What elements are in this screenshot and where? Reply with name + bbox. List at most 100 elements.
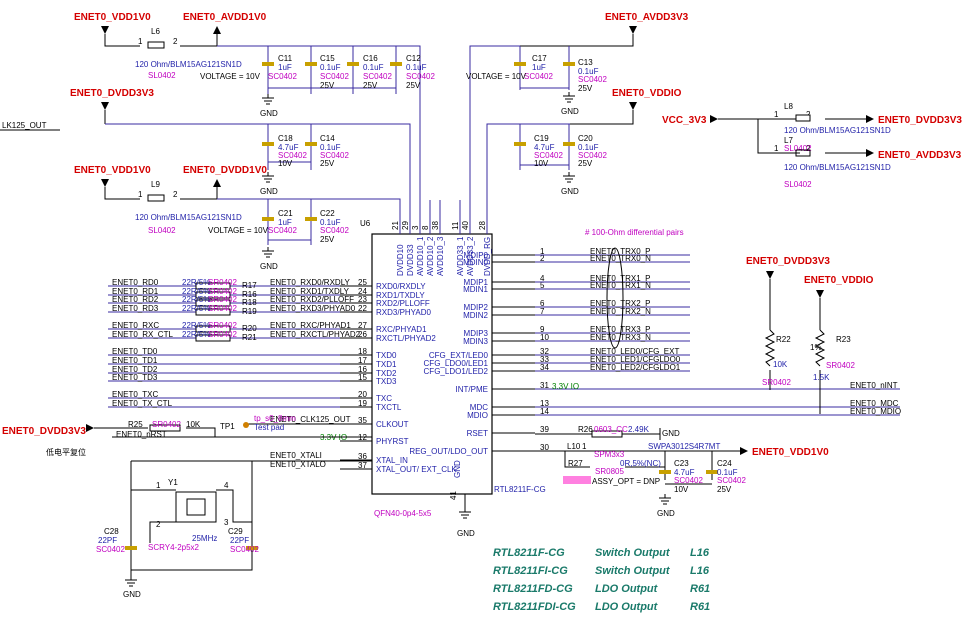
svg-text:GND: GND xyxy=(561,187,579,196)
svg-text:VCC_3V3: VCC_3V3 xyxy=(662,115,707,126)
net-label: ENET0_TRX0_N xyxy=(590,254,651,263)
chip-left-pin-number: 27 xyxy=(358,321,367,330)
cap-bank-avdd1v0: C11 1uF SC0402 VOLTAGE = 10V C15 0.1uF S… xyxy=(200,46,435,118)
svg-text:1: 1 xyxy=(774,144,779,153)
chip-right-pin-name: MDIP2 xyxy=(464,303,489,312)
svg-text:SL0402: SL0402 xyxy=(148,226,176,235)
svg-text:2: 2 xyxy=(156,520,161,529)
svg-text:ENET0_VDDIO: ENET0_VDDIO xyxy=(804,275,874,286)
svg-text:SC0402: SC0402 xyxy=(674,476,703,485)
capacitor-icon xyxy=(262,217,274,221)
svg-text:0.1uF: 0.1uF xyxy=(406,63,427,72)
svg-text:GND: GND xyxy=(561,107,579,116)
variant-ref: R61 xyxy=(690,583,710,595)
svg-text:10V: 10V xyxy=(278,159,293,168)
chip-top-pin-name: AVDD10_3 xyxy=(436,236,445,276)
chip-right-pin-name: REG_OUT/LDO_OUT xyxy=(409,447,488,456)
chip-left-pin-name: TXCTL xyxy=(376,403,402,412)
svg-text:4.7uF: 4.7uF xyxy=(534,143,555,152)
net-label: ENET0_TD0 xyxy=(112,347,158,356)
resistor-package: SR0402 xyxy=(208,330,237,339)
chip-left-pin-name: RXC/PHYAD1 xyxy=(376,325,427,334)
chip-left-pin-number: 37 xyxy=(358,461,367,470)
svg-text:3: 3 xyxy=(224,518,229,527)
svg-text:1: 1 xyxy=(156,481,161,490)
svg-text:SR0402: SR0402 xyxy=(826,361,855,370)
chip-left-pin-name: TXD2 xyxy=(376,369,397,378)
test-pad-icon xyxy=(243,422,249,428)
vcc3v3-filters: VCC_3V3 1 2 L8 120 Ohm/BLM15AG121SN1D L7… xyxy=(662,102,962,189)
net-label: ENET0_XTALI xyxy=(270,451,322,460)
svg-text:SC0402: SC0402 xyxy=(578,75,607,84)
chip-right-pin-number: 30 xyxy=(540,443,549,452)
power-arrow-icon xyxy=(816,290,824,298)
capacitor-icon xyxy=(563,142,575,146)
resistor-ref: R16 xyxy=(242,290,257,299)
svg-text:0.1uF: 0.1uF xyxy=(578,143,599,152)
svg-text:25V: 25V xyxy=(363,81,378,90)
chip-right-pin-number: 1 xyxy=(540,247,545,256)
chip-right-pin-number: 13 xyxy=(540,399,549,408)
chip-right-pin-number: 39 xyxy=(540,425,549,434)
net-label: ENET0_TD2 xyxy=(112,365,158,374)
pin-net-label: ENET0_RXD0/RXDLY xyxy=(270,278,351,287)
svg-text:SC0402: SC0402 xyxy=(230,545,259,554)
capacitor-icon xyxy=(262,142,274,146)
svg-text:25V: 25V xyxy=(320,235,335,244)
power-arrow-icon xyxy=(629,102,637,110)
chip-right-pin-name: MDIN1 xyxy=(463,285,488,294)
svg-text:SC0402: SC0402 xyxy=(320,151,349,160)
ground-icon: GND xyxy=(260,247,278,271)
chip-right-pin-number: 32 xyxy=(540,347,549,356)
svg-text:GND: GND xyxy=(662,429,680,438)
svg-text:SC0402: SC0402 xyxy=(320,226,349,235)
svg-text:# 100-Ohm differential pairs: # 100-Ohm differential pairs xyxy=(585,228,684,237)
power-arrow-icon xyxy=(213,26,221,34)
chip-top-pin-number: 38 xyxy=(431,221,440,230)
ferrite-bead-icon xyxy=(147,41,165,49)
chip-top-pin-name: AVDD33_1 xyxy=(456,236,465,276)
resistor-icon xyxy=(195,291,231,299)
chip-ref: U6 xyxy=(360,219,371,228)
svg-text:L7: L7 xyxy=(784,136,793,145)
ferrite-bead-icon xyxy=(795,114,811,122)
chip-right-pin-number: 10 xyxy=(540,333,549,342)
variant-mode: Switch Output xyxy=(595,565,671,577)
chip-left-pin-number: 23 xyxy=(358,295,367,304)
capacitor-icon xyxy=(125,546,137,550)
svg-text:SC0402: SC0402 xyxy=(268,226,297,235)
svg-text:GND: GND xyxy=(260,262,278,271)
svg-text:10V: 10V xyxy=(534,159,549,168)
svg-text:ENET0_DVDD3V3: ENET0_DVDD3V3 xyxy=(878,115,962,126)
chip-right-pin-name: MDIN3 xyxy=(463,337,488,346)
l6-power-filter: ENET0_VDD1V0 ENET0_AVDD1V0 1 2 L6 120 Oh… xyxy=(74,12,421,200)
chip-package: QFN40-0p4-5x5 xyxy=(374,509,432,518)
chip-top-pin-name: AVDD33_2 xyxy=(466,236,475,276)
variant-mode: LDO Output xyxy=(595,601,659,613)
svg-text:SR0402: SR0402 xyxy=(152,420,181,429)
chip-left-pin-name: RXCTL/PHYAD2 xyxy=(376,334,436,343)
svg-text:0.1uF: 0.1uF xyxy=(320,143,341,152)
chip-left-pin-number: 25 xyxy=(358,278,367,287)
power-arrow-icon xyxy=(213,179,221,187)
resistor-icon xyxy=(195,308,231,316)
svg-text:Y1: Y1 xyxy=(168,478,178,487)
capacitor-icon xyxy=(305,62,317,66)
variant-ref: L16 xyxy=(690,547,710,559)
svg-text:ENET0_VDD1V0: ENET0_VDD1V0 xyxy=(74,165,151,176)
net-label: ENET0_TD1 xyxy=(112,356,158,365)
chip-left-pin-name: CLKOUT xyxy=(376,420,409,429)
svg-text:0.1uF: 0.1uF xyxy=(320,218,341,227)
resistor-ref: R17 xyxy=(242,281,257,290)
variant-mode: Switch Output xyxy=(595,547,671,559)
capacitor-icon xyxy=(706,470,718,474)
svg-text:1: 1 xyxy=(138,190,143,199)
chip-right-pin-name: RSET xyxy=(467,429,488,438)
capacitor-icon xyxy=(514,62,526,66)
chip-left-pin-number: 36 xyxy=(358,452,367,461)
svg-text:SL0402: SL0402 xyxy=(784,180,812,189)
svg-text:GND: GND xyxy=(657,509,675,518)
chip-right-pin-number: 5 xyxy=(540,281,545,290)
chip-left-pin-name: RXD3/PHYAD0 xyxy=(376,308,432,317)
